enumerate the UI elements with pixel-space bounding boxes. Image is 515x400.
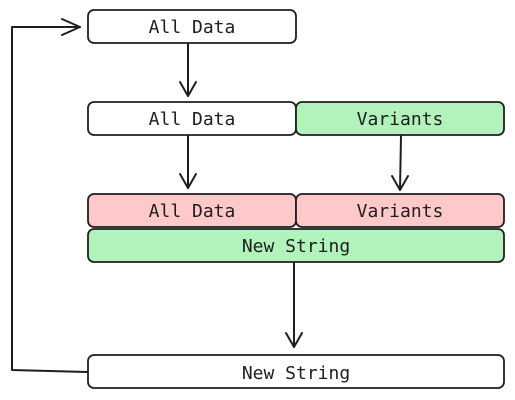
- box-shape: [295, 101, 505, 136]
- box-all-data-second: All Data: [87, 101, 297, 136]
- box-label: New String: [242, 363, 350, 384]
- box-label: Variants: [357, 109, 444, 130]
- box-shape: [295, 193, 505, 228]
- box-new-string-bottom: New String: [87, 354, 505, 389]
- box-label: All Data: [149, 201, 236, 222]
- box-new-string-combined: New String: [87, 228, 505, 263]
- box-variants-third: Variants: [295, 193, 505, 228]
- box-shape: [87, 228, 505, 263]
- box-shape: [87, 9, 297, 44]
- arrow-down-4: [285, 262, 303, 348]
- arrow-down-3: [391, 135, 409, 191]
- box-variants-second: Variants: [295, 101, 505, 136]
- arrow-down-1: [179, 43, 197, 97]
- arrow-down-2: [179, 135, 197, 189]
- box-label: All Data: [149, 109, 236, 130]
- box-shape: [87, 354, 505, 389]
- box-label: New String: [242, 236, 350, 257]
- box-label: All Data: [149, 17, 236, 38]
- box-all-data-third: All Data: [87, 193, 297, 228]
- box-all-data-top: All Data: [87, 9, 297, 44]
- loop-back-arrow: [11, 18, 88, 373]
- box-label: Variants: [357, 201, 444, 222]
